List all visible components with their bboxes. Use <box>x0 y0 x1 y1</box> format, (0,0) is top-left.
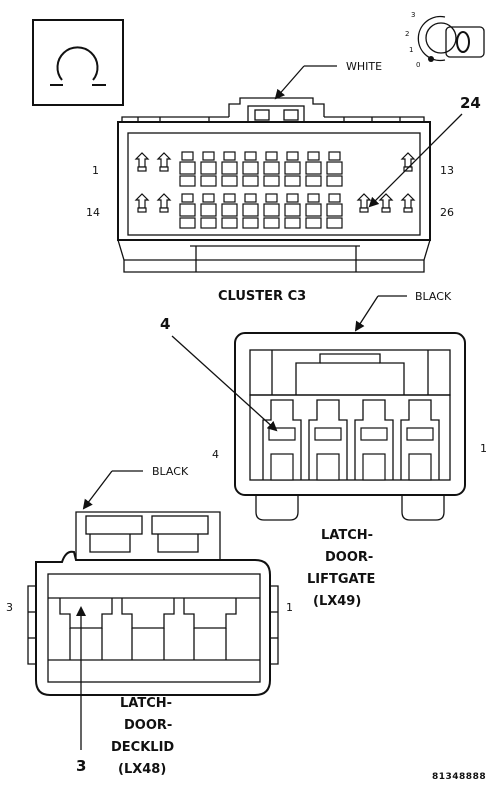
liftgate-pin-1: 1 <box>480 442 487 455</box>
decklid-cavity <box>183 598 237 660</box>
liftgate-cavity <box>400 399 440 481</box>
decklid-name-line3: DECKLID <box>111 740 174 755</box>
c3-cavity <box>242 151 259 187</box>
c3-cavity <box>284 193 301 229</box>
c3-cavity <box>221 193 238 229</box>
c3-end-cavity <box>378 193 394 213</box>
cluster-c3-pin-1: 1 <box>92 164 99 177</box>
decklid-cavity <box>59 598 113 660</box>
cluster-c3-connector: WHITE 1 13 14 26 24 CLUSTER C3 <box>86 60 481 304</box>
c3-cavity <box>200 193 217 229</box>
liftgate-callout-4: 4 <box>160 315 170 333</box>
decklid-name-line2: DOOR- <box>124 718 172 733</box>
c3-end-cavity <box>134 193 150 213</box>
liftgate-name-line2: DOOR- <box>325 550 373 565</box>
c3-cavity <box>305 151 322 187</box>
c3-cavity <box>263 151 280 187</box>
cluster-c3-color-label: WHITE <box>346 60 382 73</box>
c3-cavity <box>263 193 280 229</box>
liftgate-color-label: BLACK <box>415 290 452 303</box>
decklid-name-line4: (LX48) <box>118 762 166 777</box>
c3-end-cavity <box>134 152 150 172</box>
cluster-c3-pin-14: 14 <box>86 206 100 219</box>
decklid-cavity <box>121 598 175 660</box>
c3-cavity <box>200 151 217 187</box>
decklid-pin-1: 1 <box>286 601 293 614</box>
decklid-color-label: BLACK <box>152 465 189 478</box>
cluster-c3-pin-26: 26 <box>440 206 454 219</box>
ignition-position-3: 3 <box>411 11 415 19</box>
liftgate-name-line4: (LX49) <box>313 594 361 609</box>
ignition-position-1: 1 <box>409 46 413 54</box>
cluster-c3-name: CLUSTER C3 <box>218 289 306 304</box>
cluster-c3-pin-13: 13 <box>440 164 454 177</box>
c3-cavity <box>242 193 259 229</box>
liftgate-name-line3: LIFTGATE <box>307 572 375 587</box>
liftgate-connector: BLACK 4 1 4 LATCH- DOOR- LIFTGATE (LX49) <box>160 290 487 609</box>
cluster-c3-callout-24: 24 <box>460 94 481 112</box>
liftgate-cavity <box>262 399 302 481</box>
c3-end-cavity <box>356 193 372 213</box>
liftgate-cavity <box>354 399 394 481</box>
figure-code: 81348888 <box>432 772 486 782</box>
c3-cavity <box>179 193 196 229</box>
ignition-position-2: 2 <box>405 30 409 38</box>
decklid-pin-3: 3 <box>6 601 13 614</box>
ignition-key-icon: 3 2 1 0 <box>405 11 485 69</box>
c3-end-cavity <box>156 193 172 213</box>
decklid-name-line1: LATCH- <box>120 696 172 711</box>
liftgate-pin-4: 4 <box>212 448 219 461</box>
view-symbol-icon <box>32 19 124 106</box>
c3-end-cavity <box>156 152 172 172</box>
c3-cavity <box>305 193 322 229</box>
c3-cavity <box>284 151 301 187</box>
decklid-callout-3: 3 <box>76 757 86 775</box>
liftgate-name-line1: LATCH- <box>321 528 373 543</box>
c3-end-cavity <box>400 193 416 213</box>
c3-end-cavity <box>400 152 416 172</box>
ignition-position-0: 0 <box>416 61 420 69</box>
c3-cavity <box>326 151 343 187</box>
c3-cavity <box>326 193 343 229</box>
c3-cavity <box>179 151 196 187</box>
decklid-connector: BLACK 3 1 3 LATCH- DOOR- DECKLID (LX48) <box>6 465 293 777</box>
c3-cavity <box>221 151 238 187</box>
liftgate-cavity <box>308 399 348 481</box>
